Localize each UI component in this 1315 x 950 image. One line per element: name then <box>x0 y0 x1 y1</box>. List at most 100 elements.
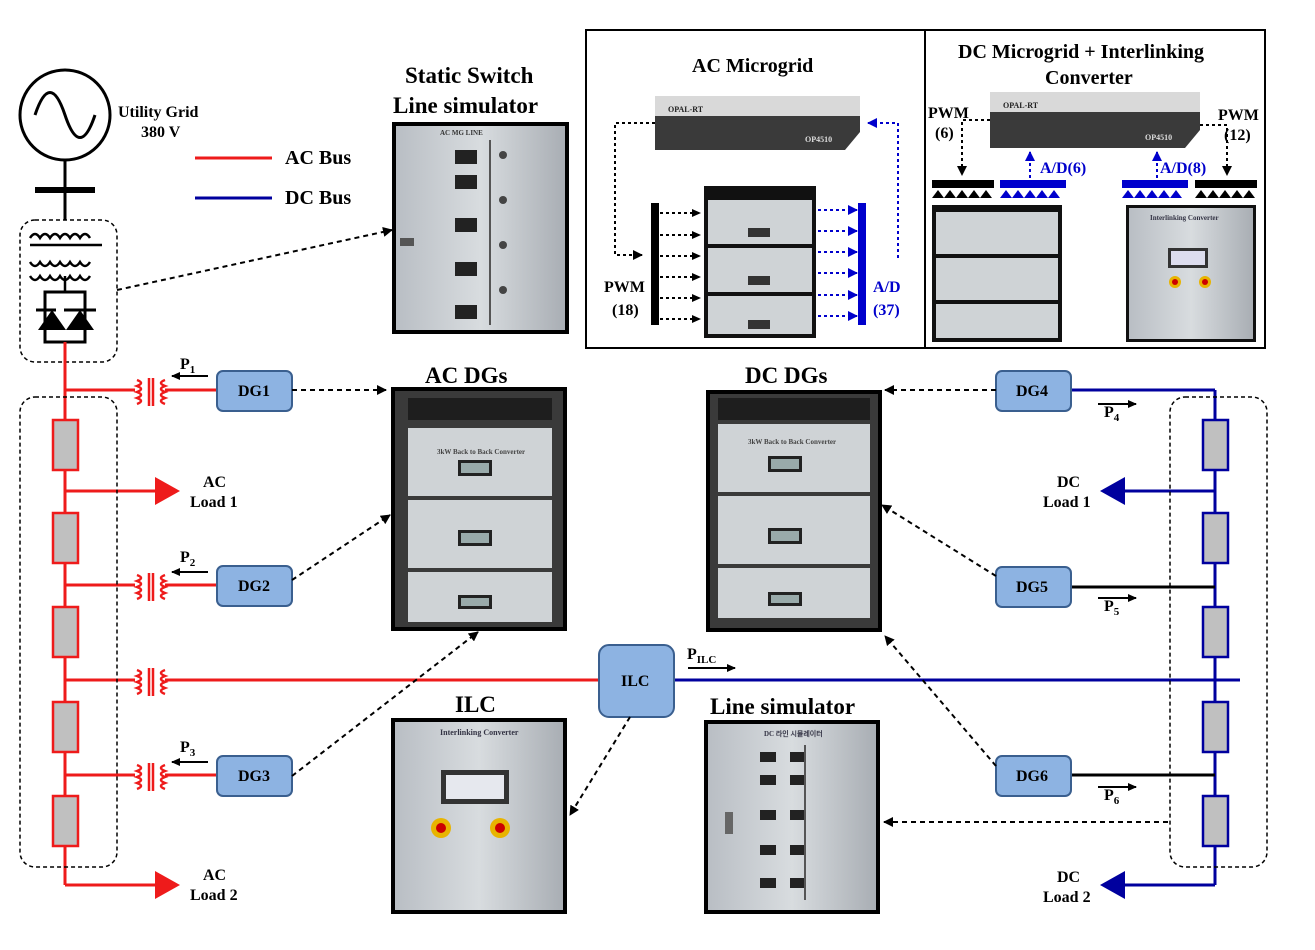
dg5-box: DG5 <box>995 566 1072 608</box>
dc-pwm-left-count: (6) <box>935 125 954 142</box>
dg6-label: DG6 <box>1016 768 1048 785</box>
utility-grid-label: Utility Grid <box>118 104 199 121</box>
ac-load2-label-b: Load 2 <box>190 887 238 904</box>
ac-ad-label: A/D <box>873 279 901 296</box>
transformer-rectifier-group <box>19 219 118 363</box>
dc-line-simulator-photo: DC 라인 시뮬레이터 <box>704 720 880 914</box>
line-simulator-title: Line simulator <box>710 694 855 719</box>
ac-opal-simulator-photo: OPAL-RT OP4510 <box>655 96 860 150</box>
static-switch-dashed-link <box>116 227 393 291</box>
dc-ad-right-bar <box>1122 180 1188 198</box>
ac-ad-arrows <box>818 205 858 321</box>
p4-label: P4 <box>1104 404 1120 424</box>
ilc-link <box>569 716 631 816</box>
ilc-cabinet-photo: Interlinking Converter <box>391 718 567 914</box>
svg-text:Interlinking Converter: Interlinking Converter <box>1150 214 1219 222</box>
utility-voltage-label: 380 V <box>141 124 181 141</box>
dg5-label: DG5 <box>1016 579 1048 596</box>
dc-pwm-right-bar <box>1195 180 1257 198</box>
ac-dgs-title: AC DGs <box>425 363 507 388</box>
ac-converter-rack-photo <box>704 186 816 338</box>
ac-pwm-arrows <box>660 209 701 323</box>
dc-pwm-right-path <box>1200 124 1232 176</box>
dc-converter-rack-photo <box>932 205 1062 342</box>
dg4-box: DG4 <box>995 370 1072 412</box>
ac-dgs-photo: 3kW Back to Back Converter <box>391 387 567 631</box>
legend-dc-label: DC Bus <box>285 187 351 209</box>
dc-ad-left-bar <box>1000 180 1066 198</box>
svg-text:Interlinking Converter: Interlinking Converter <box>440 728 519 737</box>
ac-pwm-label: PWM <box>604 279 645 296</box>
static-switch-photo: AC MG LINE <box>392 122 569 334</box>
dc-load1-label-a: DC <box>1057 474 1080 491</box>
dc-pwm-left-path <box>957 119 990 176</box>
dc-pwm-right-count: (12) <box>1224 127 1251 144</box>
ac-load2-label-a: AC <box>203 867 226 884</box>
ac-pwm-dotted-path <box>614 122 655 260</box>
dg2-box: DG2 <box>216 565 293 607</box>
dc-microgrid-title: DC Microgrid + Interlinking <box>958 41 1204 63</box>
svg-text:OP4510: OP4510 <box>805 135 832 144</box>
svg-text:DC 라인 시뮬레이터: DC 라인 시뮬레이터 <box>764 729 823 738</box>
ac-load1-label-a: AC <box>203 474 226 491</box>
svg-text:OPAL-RT: OPAL-RT <box>668 105 704 114</box>
dg1-label: DG1 <box>238 383 270 400</box>
dc-load2-label-b: Load 2 <box>1043 889 1091 906</box>
ilc-photo-title: ILC <box>455 692 496 717</box>
pilc-label: PILC <box>687 646 716 666</box>
dg3-box: DG3 <box>216 755 293 797</box>
svg-text:OPAL-RT: OPAL-RT <box>1003 101 1039 110</box>
utility-grid-source <box>18 68 112 220</box>
dc-dgs-photo: 3kW Back to Back Converter <box>706 390 882 632</box>
dg4-label: DG4 <box>1016 383 1048 400</box>
ac-microgrid-title: AC Microgrid <box>692 55 813 77</box>
p5-label: P5 <box>1104 598 1120 618</box>
dc-ad-right-label: A/D(8) <box>1160 160 1206 177</box>
ac-ad-dotted-path <box>867 118 899 258</box>
legend-ac-label: AC Bus <box>285 147 351 169</box>
dc-pwm-right-label: PWM <box>1218 107 1259 124</box>
dc-load1-arrow <box>1100 477 1125 505</box>
dg5-link <box>881 504 997 577</box>
dc-line-segments <box>1201 418 1230 848</box>
dc-load2-label-a: DC <box>1057 869 1080 886</box>
svg-text:3kW Back to Back Converter: 3kW Back to Back Converter <box>748 438 836 446</box>
p6-label: P6 <box>1104 787 1120 807</box>
dg6-link <box>884 635 997 767</box>
dg6-box: DG6 <box>995 755 1072 797</box>
dc-load2-arrow <box>1100 871 1125 899</box>
opal-rt-panel <box>585 29 1266 349</box>
static-switch-title: Static Switch <box>405 63 534 88</box>
dc-opal-simulator-photo: OPAL-RT OP4510 <box>990 92 1200 148</box>
ac-ad-count: (37) <box>873 302 900 319</box>
dg2-label: DG2 <box>238 578 270 595</box>
svg-text:AC MG LINE: AC MG LINE <box>440 129 483 137</box>
p2-label: P2 <box>180 549 196 569</box>
static-switch-subtitle: Line simulator <box>393 93 538 118</box>
dg3-link <box>291 631 479 777</box>
dc-dgs-title: DC DGs <box>745 363 827 388</box>
dc-load1-label-b: Load 1 <box>1043 494 1091 511</box>
ac-pwm-bar <box>651 203 659 325</box>
ilc-box: ILC <box>598 644 675 718</box>
p1-label: P1 <box>180 356 195 376</box>
p3-label: P3 <box>180 739 196 759</box>
dc-pwm-left-bar <box>932 180 994 198</box>
ac-load1-arrow <box>155 477 180 505</box>
dc-pwm-left-label: PWM <box>928 105 969 122</box>
dc-bus <box>1072 388 1268 887</box>
ac-load2-arrow <box>155 871 180 899</box>
ilc-box-label: ILC <box>621 673 649 690</box>
ac-line-segments <box>51 418 80 848</box>
svg-text:OP4510: OP4510 <box>1145 133 1172 142</box>
dc-ad-left-label: A/D(6) <box>1040 160 1086 177</box>
dg2-link <box>291 514 391 581</box>
dg3-label: DG3 <box>238 768 270 785</box>
svg-text:3kW Back to Back Converter: 3kW Back to Back Converter <box>437 448 525 456</box>
ac-ad-bar <box>858 203 866 325</box>
ac-pwm-count: (18) <box>612 302 639 319</box>
ac-transformer-symbols <box>133 378 169 791</box>
dc-interlinking-cabinet-photo: Interlinking Converter <box>1126 205 1256 342</box>
